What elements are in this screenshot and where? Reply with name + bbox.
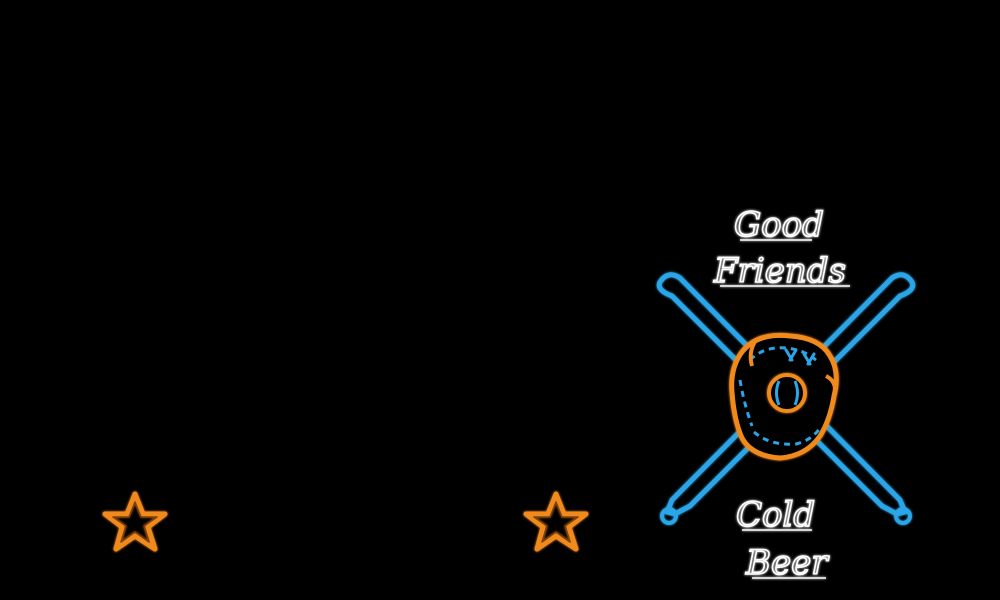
star-icon-middle — [523, 491, 589, 552]
neon-text-friends: Friends — [713, 251, 846, 291]
neon-text-beer: Beer — [745, 543, 829, 583]
baseball-bat-icon-right — [660, 272, 916, 525]
baseball-icon — [767, 373, 807, 413]
baseball-bat-icon-left — [656, 272, 912, 525]
star-icon — [102, 491, 168, 552]
star-icon — [523, 491, 589, 552]
star-icon-left — [102, 491, 168, 552]
neon-text-cold: Cold — [736, 495, 815, 535]
neon-text-good: Good — [734, 205, 824, 245]
